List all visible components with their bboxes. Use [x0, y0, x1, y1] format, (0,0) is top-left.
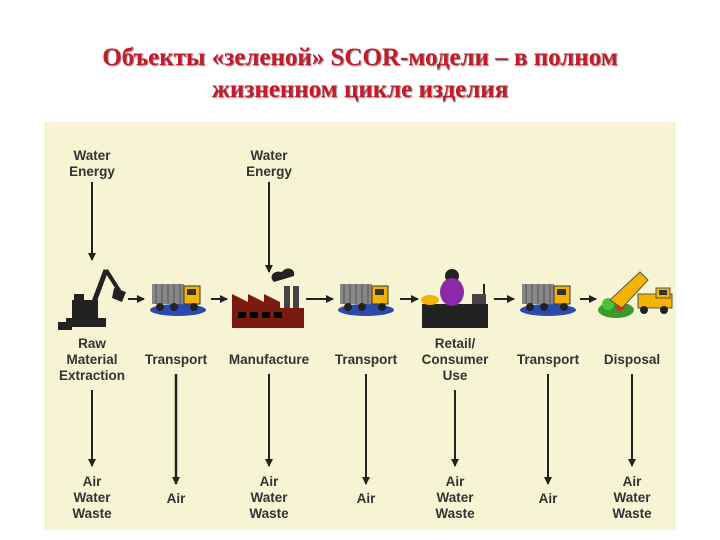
input-label-extraction: Water Energy	[52, 148, 132, 180]
input-line: Water	[73, 148, 111, 163]
output-line: Water	[73, 490, 111, 505]
slide-title: Объекты «зеленой» SCOR-модели – в полном…	[0, 42, 720, 106]
output-label-7: Air Water Waste	[592, 474, 672, 522]
output-label-4: Air	[326, 491, 406, 507]
stage-line: Use	[442, 368, 468, 383]
output-line: Waste	[249, 506, 289, 521]
output-line: Waste	[72, 506, 112, 521]
stage-label-retail: Retail/ Consumer Use	[410, 336, 500, 384]
output-line: Air	[356, 491, 376, 506]
stage-line: Manufacture	[228, 352, 310, 367]
truck-icon	[150, 284, 206, 316]
input-line: Energy	[246, 164, 292, 179]
input-line: Water	[250, 148, 288, 163]
title-line-1: Объекты «зеленой» SCOR-модели – в полном	[102, 44, 618, 71]
output-line: Air	[622, 474, 642, 489]
truck-icon	[520, 284, 576, 316]
stage-line: Material	[66, 352, 118, 367]
shopper-icon	[421, 269, 488, 328]
stage-label-transport-1: Transport	[136, 352, 216, 368]
stage-label-manufacture: Manufacture	[219, 352, 319, 368]
excavator-icon	[58, 268, 126, 330]
output-line: Waste	[435, 506, 475, 521]
output-label-2: Air	[136, 491, 216, 507]
input-line: Energy	[69, 164, 115, 179]
stage-line: Transport	[334, 352, 398, 367]
stage-line: Raw	[78, 336, 106, 351]
title-line-2: жизненном цикле изделия	[211, 76, 509, 103]
output-line: Air	[259, 474, 279, 489]
stage-label-transport-2: Transport	[326, 352, 406, 368]
factory-icon	[232, 268, 304, 328]
output-line: Air	[166, 491, 186, 506]
stage-line: Consumer	[421, 352, 489, 367]
dump-truck-icon	[598, 271, 673, 318]
truck-icon	[338, 284, 394, 316]
output-line: Water	[613, 490, 651, 505]
stage-line: Disposal	[603, 352, 661, 367]
stage-line: Transport	[144, 352, 208, 367]
stage-line: Extraction	[58, 368, 126, 383]
output-line: Water	[250, 490, 288, 505]
output-line: Air	[445, 474, 465, 489]
stage-label-disposal: Disposal	[594, 352, 670, 368]
output-label-1: Air Water Waste	[52, 474, 132, 522]
input-label-manufacture: Water Energy	[229, 148, 309, 180]
diagram-graphics	[58, 182, 673, 485]
output-line: Air	[538, 491, 558, 506]
lifecycle-diagram: Water Energy Water Energy Raw Material E…	[44, 122, 676, 530]
output-line: Air	[82, 474, 102, 489]
stage-line: Transport	[516, 352, 580, 367]
output-label-6: Air	[508, 491, 588, 507]
output-label-3: Air Water Waste	[229, 474, 309, 522]
output-line: Water	[436, 490, 474, 505]
stage-label-transport-3: Transport	[508, 352, 588, 368]
stage-label-extraction: Raw Material Extraction	[48, 336, 136, 384]
output-line: Waste	[612, 506, 652, 521]
stage-line: Retail/	[434, 336, 476, 351]
output-label-5: Air Water Waste	[415, 474, 495, 522]
